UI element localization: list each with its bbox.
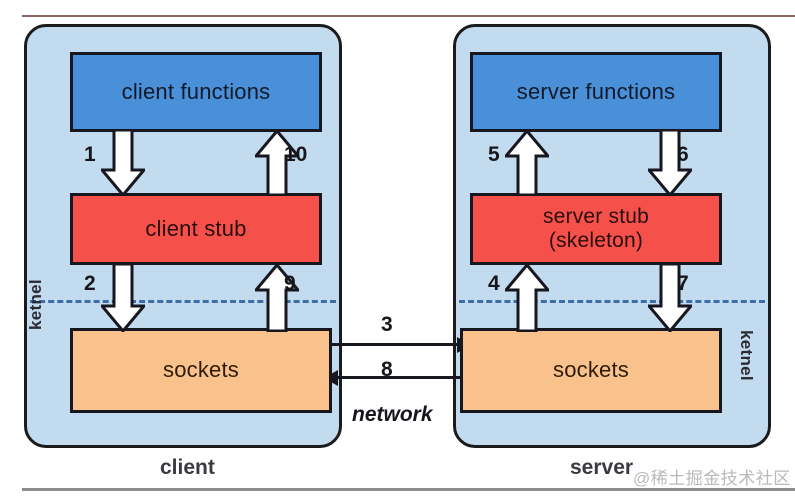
network-step-label-8: 8 bbox=[381, 358, 393, 381]
network-step-label-3: 3 bbox=[381, 313, 393, 336]
arrow-step-10-up bbox=[255, 130, 299, 196]
step-label-5: 5 bbox=[488, 143, 500, 166]
step-label-10: 10 bbox=[284, 143, 308, 166]
watermark: @稀土掘金技术社区 bbox=[633, 469, 791, 488]
arrow-step-7-down bbox=[648, 264, 692, 332]
step-label-7: 7 bbox=[677, 272, 689, 295]
server-kernel-boundary-dashed-line bbox=[459, 300, 765, 303]
client-functions-box[interactable]: client functions bbox=[70, 52, 322, 132]
server-functions-box[interactable]: server functions bbox=[470, 52, 722, 132]
server-caption: server bbox=[570, 456, 634, 479]
arrow-step-4-up bbox=[505, 264, 549, 332]
network-label: network bbox=[352, 403, 433, 426]
step-label-2: 2 bbox=[84, 272, 96, 295]
arrow-step-2-down bbox=[101, 264, 145, 332]
network-reply-line bbox=[336, 376, 462, 379]
arrow-step-1-down bbox=[101, 130, 145, 196]
arrow-step-5-up bbox=[505, 130, 549, 196]
arrow-step-6-down bbox=[648, 130, 692, 196]
client-caption: client bbox=[160, 456, 215, 479]
step-label-9: 9 bbox=[284, 272, 296, 295]
client-kernel-boundary-dashed-line bbox=[30, 300, 336, 303]
step-label-6: 6 bbox=[677, 143, 689, 166]
top-divider-rule bbox=[22, 15, 795, 17]
bottom-divider-rule bbox=[22, 488, 795, 491]
client-stub-box[interactable]: client stub bbox=[70, 193, 322, 265]
step-label-4: 4 bbox=[488, 272, 500, 295]
server-stub-line1: server stub bbox=[542, 205, 650, 229]
server-stub-box[interactable]: server stub (skeleton) bbox=[470, 193, 722, 265]
arrow-step-9-up bbox=[255, 264, 299, 332]
step-label-1: 1 bbox=[84, 143, 96, 166]
server-sockets-box[interactable]: sockets bbox=[460, 328, 722, 413]
client-kernel-label: ketnel bbox=[26, 279, 45, 330]
server-stub-line2: (skeleton) bbox=[548, 229, 644, 252]
network-request-line bbox=[332, 343, 460, 346]
client-sockets-box[interactable]: sockets bbox=[70, 328, 332, 413]
server-kernel-label: ketnel bbox=[737, 330, 756, 381]
